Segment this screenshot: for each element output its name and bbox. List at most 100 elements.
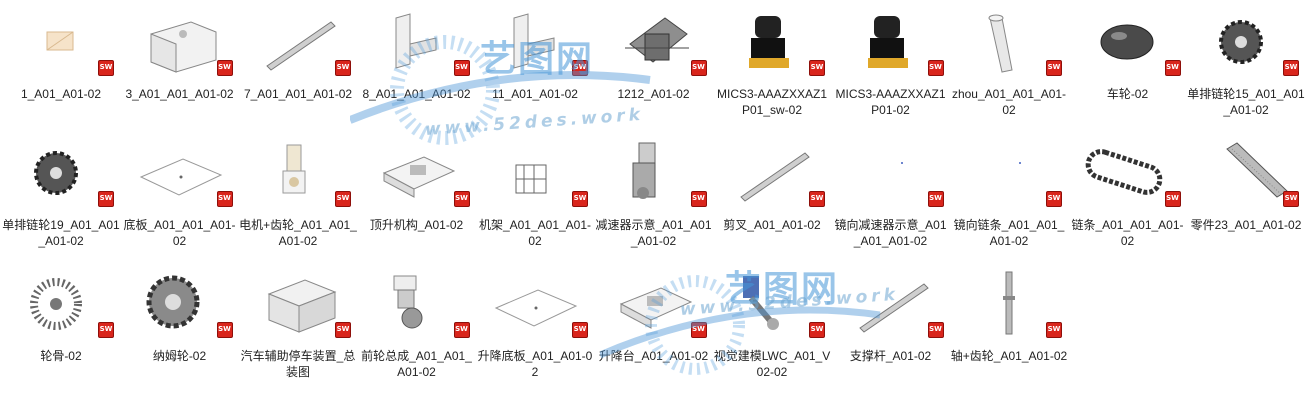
file-item[interactable]: 纳姆轮-02 (121, 266, 239, 394)
plate-thumbnail (121, 135, 239, 207)
file-name: 电机+齿轮_A01_A01_A01-02 (239, 218, 357, 248)
solidworks-file-icon (690, 60, 707, 76)
file-name: 升降台_A01_A01-02 (598, 349, 709, 363)
file-name: 剪叉_A01_A01-02 (723, 218, 821, 232)
bar-thumbnail (713, 135, 831, 207)
file-name: MICS3-AAAZXXAZ1P01-02 (835, 87, 946, 117)
file-item[interactable]: 1212_A01-02 (595, 4, 713, 132)
solidworks-file-icon (453, 60, 470, 76)
rack-thumbnail (1187, 135, 1305, 207)
solidworks-file-icon (809, 60, 825, 76)
file-item[interactable]: 轴+齿轮_A01_A01-02 (950, 266, 1068, 394)
solidworks-file-icon (572, 191, 588, 207)
file-item[interactable]: 车轮-02 (1069, 4, 1187, 132)
solidworks-file-icon (1164, 60, 1181, 76)
file-item[interactable]: zhou_A01_A01_A01-02 (950, 4, 1068, 132)
platform-thumbnail (358, 135, 476, 207)
file-item[interactable]: 7_A01_A01_A01-02 (239, 4, 357, 132)
file-name: 链条_A01_A01_A01-02 (1071, 218, 1184, 248)
caster-thumbnail (358, 266, 476, 338)
frame-thumbnail (595, 4, 713, 76)
file-item[interactable]: 顶升机构_A01-02 (358, 135, 476, 263)
solidworks-file-icon (1283, 60, 1299, 76)
chain-thumbnail (1069, 135, 1187, 207)
file-item[interactable]: 零件23_A01_A01-02 (1187, 135, 1305, 263)
assembly-thumbnail (239, 266, 357, 338)
platform-thumbnail (595, 266, 713, 338)
file-name: 轮骨-02 (40, 349, 82, 363)
solidworks-file-icon (98, 322, 114, 338)
file-name: zhou_A01_A01_A01-02 (951, 87, 1067, 117)
cage-thumbnail (476, 135, 594, 207)
solidworks-file-icon (335, 60, 351, 76)
plate-thumbnail (476, 266, 594, 338)
file-name: 顶升机构_A01-02 (369, 218, 464, 232)
bracket-thumbnail (358, 4, 476, 76)
file-item[interactable]: 前轮总成_A01_A01_A01-02 (358, 266, 476, 394)
file-item[interactable]: 支撑杆_A01-02 (832, 266, 950, 394)
file-name: 底板_A01_A01_A01-02 (123, 218, 236, 248)
solidworks-file-icon (572, 322, 588, 338)
robot-arm-thumbnail (713, 266, 831, 338)
shaft-thumbnail (950, 4, 1068, 76)
sprocket-thumbnail (1187, 4, 1305, 76)
file-name: 升降底板_A01_A01-02 (477, 349, 593, 379)
sensor-thumbnail (713, 4, 831, 76)
file-item[interactable]: 镜向减速器示意_A01_A01_A01-02 (832, 135, 950, 263)
solidworks-file-icon (1164, 191, 1181, 207)
dot-thumbnail (950, 135, 1068, 207)
file-item[interactable]: 镜向链条_A01_A01_A01-02 (950, 135, 1068, 263)
dot-thumbnail (832, 135, 950, 207)
file-item[interactable]: 机架_A01_A01_A01-02 (476, 135, 594, 263)
solidworks-file-icon (927, 60, 944, 76)
file-item[interactable]: 汽车辅助停车装置_总装图 (239, 266, 357, 394)
file-name: 3_A01_A01_A01-02 (125, 87, 234, 101)
file-name: 前轮总成_A01_A01_A01-02 (361, 349, 472, 379)
file-item[interactable]: MICS3-AAAZXXAZ1P01_sw-02 (713, 4, 831, 132)
file-name: 11_A01_A01-02 (492, 87, 578, 101)
mecanum-thumbnail (121, 266, 239, 338)
file-item[interactable]: 轮骨-02 (2, 266, 120, 394)
file-name: 车轮-02 (1106, 87, 1149, 101)
file-name: 汽车辅助停车装置_总装图 (240, 349, 356, 379)
file-item[interactable]: 升降台_A01_A01-02 (595, 266, 713, 394)
file-name: 单排链轮19_A01_A01_A01-02 (2, 218, 120, 248)
file-item[interactable]: MICS3-AAAZXXAZ1P01-02 (832, 4, 950, 132)
solidworks-file-icon (1046, 191, 1062, 207)
file-item[interactable]: 11_A01_A01-02 (476, 4, 594, 132)
file-item[interactable]: 单排链轮19_A01_A01_A01-02 (2, 135, 120, 263)
sprocket-thumbnail (2, 135, 120, 207)
solidworks-file-icon (216, 60, 233, 76)
block-thumbnail (121, 4, 239, 76)
file-item[interactable]: 电机+齿轮_A01_A01_A01-02 (239, 135, 357, 263)
file-item[interactable]: 视觉建模LWC_A01_V02-02 (713, 266, 831, 394)
file-item[interactable]: 减速器示意_A01_A01_A01-02 (595, 135, 713, 263)
file-item[interactable]: 升降底板_A01_A01-02 (476, 266, 594, 394)
solidworks-file-icon (690, 191, 707, 207)
file-name: 视觉建模LWC_A01_V02-02 (713, 349, 831, 379)
file-item[interactable]: 剪叉_A01_A01-02 (713, 135, 831, 263)
solidworks-file-icon (216, 191, 233, 207)
wheel-thumbnail (1069, 4, 1187, 76)
file-name: 机架_A01_A01_A01-02 (478, 218, 592, 248)
file-item[interactable]: 底板_A01_A01_A01-02 (121, 135, 239, 263)
reducer-thumbnail (595, 135, 713, 207)
file-item[interactable]: 链条_A01_A01_A01-02 (1069, 135, 1187, 263)
file-item[interactable]: 8_A01_A01_A01-02 (358, 4, 476, 132)
hub-thumbnail (2, 266, 120, 338)
file-name: MICS3-AAAZXXAZ1P01_sw-02 (716, 87, 828, 117)
solidworks-file-icon (690, 322, 707, 338)
file-name: 减速器示意_A01_A01_A01-02 (595, 218, 712, 248)
file-name: 纳姆轮-02 (152, 349, 207, 363)
bar-thumbnail (832, 266, 950, 338)
file-name: 零件23_A01_A01-02 (1190, 218, 1302, 232)
file-item[interactable]: 1_A01_A01-02 (2, 4, 120, 132)
file-name: 镜向链条_A01_A01_A01-02 (953, 218, 1065, 248)
solidworks-file-icon (927, 191, 944, 207)
file-item[interactable]: 单排链轮15_A01_A01_A01-02 (1187, 4, 1305, 132)
file-item[interactable]: 3_A01_A01_A01-02 (121, 4, 239, 132)
sensor-thumbnail (832, 4, 950, 76)
solidworks-file-icon (335, 191, 351, 207)
file-name: 轴+齿轮_A01_A01-02 (950, 349, 1068, 363)
solidworks-file-icon (1283, 191, 1299, 207)
